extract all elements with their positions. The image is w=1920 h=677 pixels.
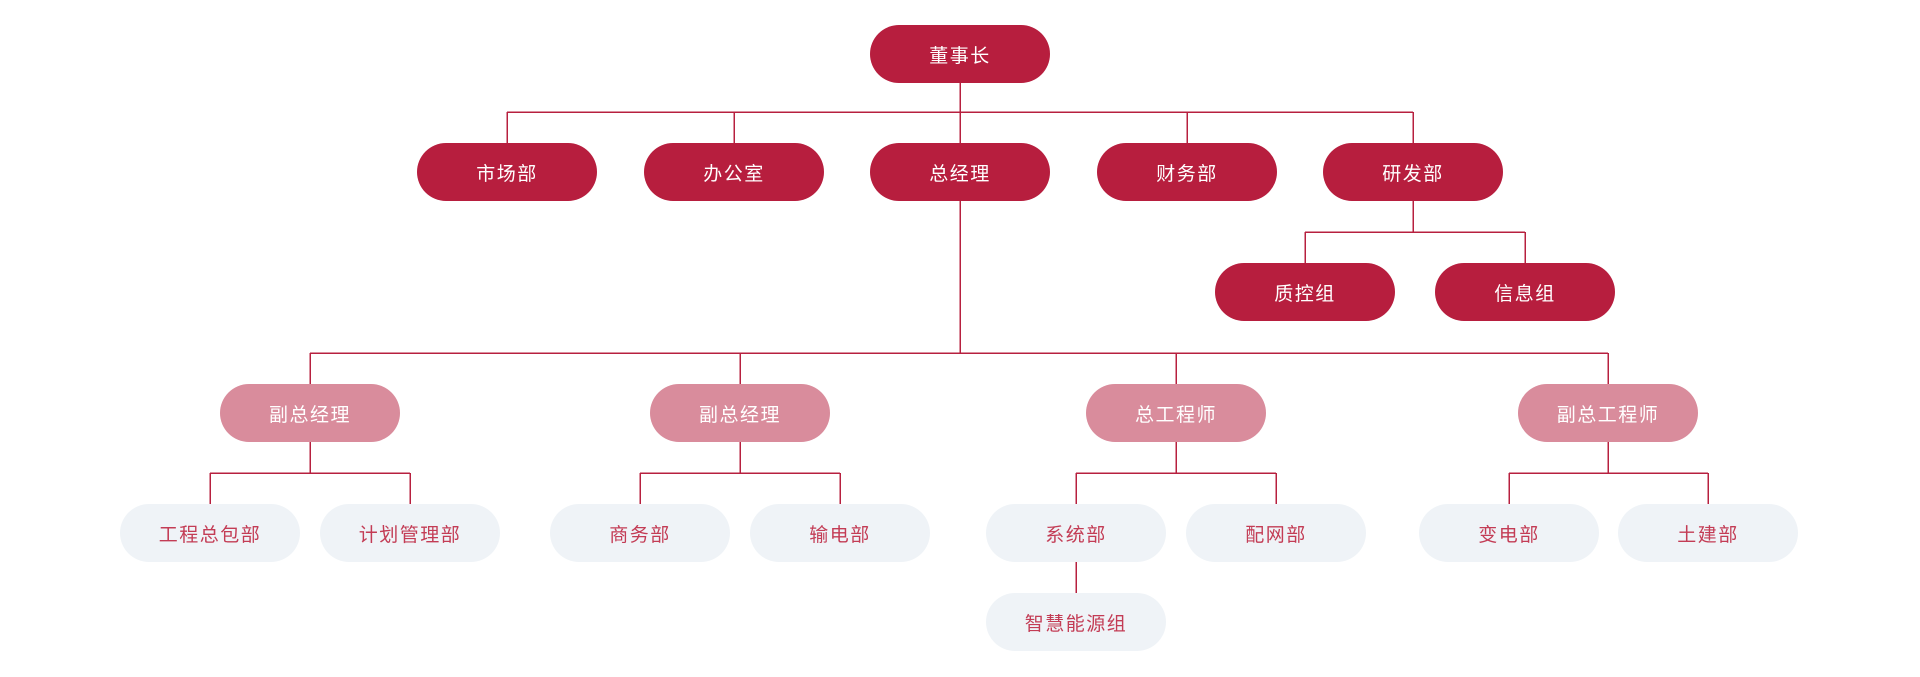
org-node-marketing-dept: 市场部: [417, 143, 597, 201]
org-node-general-manager: 总经理: [870, 143, 1050, 201]
org-node-planning-dept: 计划管理部: [320, 504, 500, 562]
org-node-deputy-gm-2: 副总经理: [650, 384, 830, 442]
org-node-system-dept: 系统部: [986, 504, 1166, 562]
org-node-distribution-dept: 配网部: [1186, 504, 1366, 562]
org-node-civil-dept: 土建部: [1618, 504, 1798, 562]
org-node-deputy-gm-1: 副总经理: [220, 384, 400, 442]
org-node-smart-energy-group: 智慧能源组: [986, 593, 1166, 651]
org-node-chief-engineer: 总工程师: [1086, 384, 1266, 442]
org-node-rd-dept: 研发部: [1323, 143, 1503, 201]
org-node-transmission-dept: 输电部: [750, 504, 930, 562]
org-node-deputy-chief-engineer: 副总工程师: [1518, 384, 1698, 442]
org-node-commerce-dept: 商务部: [550, 504, 730, 562]
org-node-chairman: 董事长: [870, 25, 1050, 83]
org-node-qc-group: 质控组: [1215, 263, 1395, 321]
org-node-substation-dept: 变电部: [1419, 504, 1599, 562]
org-node-info-group: 信息组: [1435, 263, 1615, 321]
org-node-finance-dept: 财务部: [1097, 143, 1277, 201]
org-node-epc-dept: 工程总包部: [120, 504, 300, 562]
org-node-office: 办公室: [644, 143, 824, 201]
